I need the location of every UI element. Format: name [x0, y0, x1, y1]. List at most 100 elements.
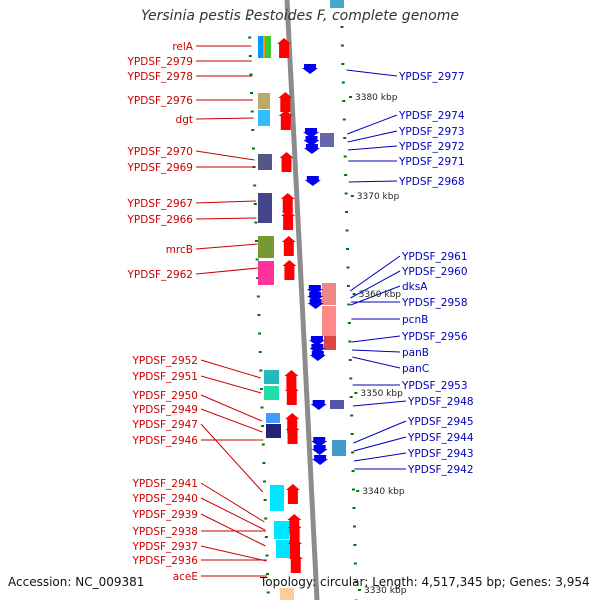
forward-gene-label: YPDSF_2950 — [131, 390, 198, 402]
tick-mark — [350, 433, 354, 435]
gene-block — [266, 424, 281, 438]
forward-gene-label: YPDSF_2938 — [131, 526, 198, 538]
forward-gene-arrow — [284, 370, 299, 390]
reverse-gene-label: YPDSF_2944 — [407, 432, 474, 444]
label-connector — [195, 243, 258, 250]
forward-gene-arrow — [282, 260, 297, 280]
forward-gene-arrow — [277, 38, 292, 58]
gene-block — [276, 540, 292, 558]
forward-gene-label: YPDSF_2962 — [126, 269, 193, 281]
label-connector — [348, 180, 398, 183]
forward-gene-label: YPDSF_2979 — [126, 56, 193, 68]
reverse-gene-label: YPDSF_2968 — [398, 176, 465, 188]
gene-block — [258, 261, 274, 285]
forward-gene-label: YPDSF_2966 — [126, 214, 193, 226]
forward-gene-label: YPDSF_2941 — [131, 478, 198, 490]
reverse-gene-label: YPDSF_2942 — [407, 464, 474, 476]
gene-block — [258, 93, 270, 109]
tick-mark — [247, 18, 251, 20]
forward-gene-arrow — [278, 92, 293, 112]
label-connector — [352, 349, 401, 353]
gene-block — [324, 336, 336, 350]
tick-mark — [349, 377, 353, 380]
forward-gene-arrow — [287, 538, 302, 558]
tick-mark — [250, 92, 254, 94]
tick-mark — [256, 277, 260, 279]
tick-mark — [347, 322, 351, 324]
forward-gene-arrow — [280, 193, 295, 213]
reverse-gene-arrow — [312, 455, 329, 465]
reverse-gene-arrow — [303, 136, 320, 146]
tick-mark — [354, 581, 358, 583]
tick-mark — [257, 314, 261, 316]
tick-mark — [254, 221, 258, 224]
tick-mark — [344, 174, 348, 176]
label-connector — [195, 200, 257, 204]
tick-mark — [259, 388, 263, 390]
tick-mark — [344, 192, 348, 195]
reverse-gene-arrow — [307, 299, 324, 309]
scale-label: 3330 kbp — [364, 586, 407, 596]
tick-mark — [345, 211, 349, 213]
tick-mark — [250, 110, 254, 113]
label-connector — [347, 130, 398, 143]
scale-tick — [356, 490, 360, 492]
label-connector — [195, 117, 254, 120]
label-connector — [352, 356, 401, 369]
forward-gene-label: YPDSF_2976 — [126, 95, 193, 107]
gene-block — [258, 154, 272, 170]
label-connector — [200, 497, 266, 531]
forward-gene-label: YPDSF_2946 — [131, 435, 198, 447]
tick-mark — [350, 414, 354, 417]
tick-mark — [266, 573, 270, 575]
label-connector — [346, 69, 398, 77]
forward-gene-arrow — [278, 110, 293, 130]
scale-label: 3370 kbp — [357, 192, 400, 202]
forward-strand-genes: relAYPDSF_2979YPDSF_2978YPDSF_2976dgtYPD… — [126, 38, 303, 583]
tick-mark — [346, 248, 349, 250]
tick-mark — [248, 36, 252, 39]
reverse-gene-arrow — [309, 344, 326, 354]
reverse-gene-arrow — [307, 292, 324, 302]
tick-mark — [341, 63, 345, 65]
forward-gene-label: YPDSF_2939 — [131, 509, 198, 521]
forward-gene-arrow — [288, 553, 303, 573]
tick-mark — [351, 451, 355, 454]
scale-tick — [354, 392, 358, 394]
scale-label: 3340 kbp — [362, 487, 405, 497]
gene-block — [322, 283, 336, 305]
gene-block — [270, 485, 284, 511]
label-connector — [200, 375, 262, 394]
gene-block — [322, 306, 336, 336]
reverse-gene-label: YPDSF_2971 — [398, 156, 465, 168]
label-connector — [200, 513, 266, 547]
reverse-gene-arrow — [304, 176, 321, 186]
scale-tick — [350, 195, 354, 197]
gene-block — [258, 193, 272, 223]
tick-mark — [348, 359, 352, 361]
gene-block — [265, 36, 271, 58]
gene-block — [266, 413, 280, 423]
forward-gene-label: aceE — [173, 571, 198, 583]
tick-mark — [347, 303, 351, 306]
label-connector — [353, 420, 407, 444]
label-connector — [353, 452, 407, 462]
tick-mark — [249, 73, 253, 76]
tick-mark — [352, 525, 356, 528]
tick-mark — [253, 184, 257, 187]
scale-tick — [349, 96, 352, 98]
tick-mark — [266, 591, 270, 594]
feature-blocks — [258, 0, 346, 600]
tick-mark — [264, 536, 268, 538]
reverse-gene-label: YPDSF_2958 — [401, 297, 468, 309]
tick-mark — [340, 44, 344, 47]
topology-label: Topology: circular; Length: 4,517,345 bp… — [260, 575, 590, 589]
forward-gene-arrow — [279, 152, 294, 172]
tick-mark — [351, 470, 355, 472]
reverse-gene-label: YPDSF_2956 — [401, 331, 468, 343]
tick-mark — [265, 554, 269, 557]
forward-gene-label: YPDSF_2970 — [126, 146, 193, 158]
reverse-gene-label: panB — [402, 347, 429, 359]
tick-mark — [348, 340, 352, 343]
